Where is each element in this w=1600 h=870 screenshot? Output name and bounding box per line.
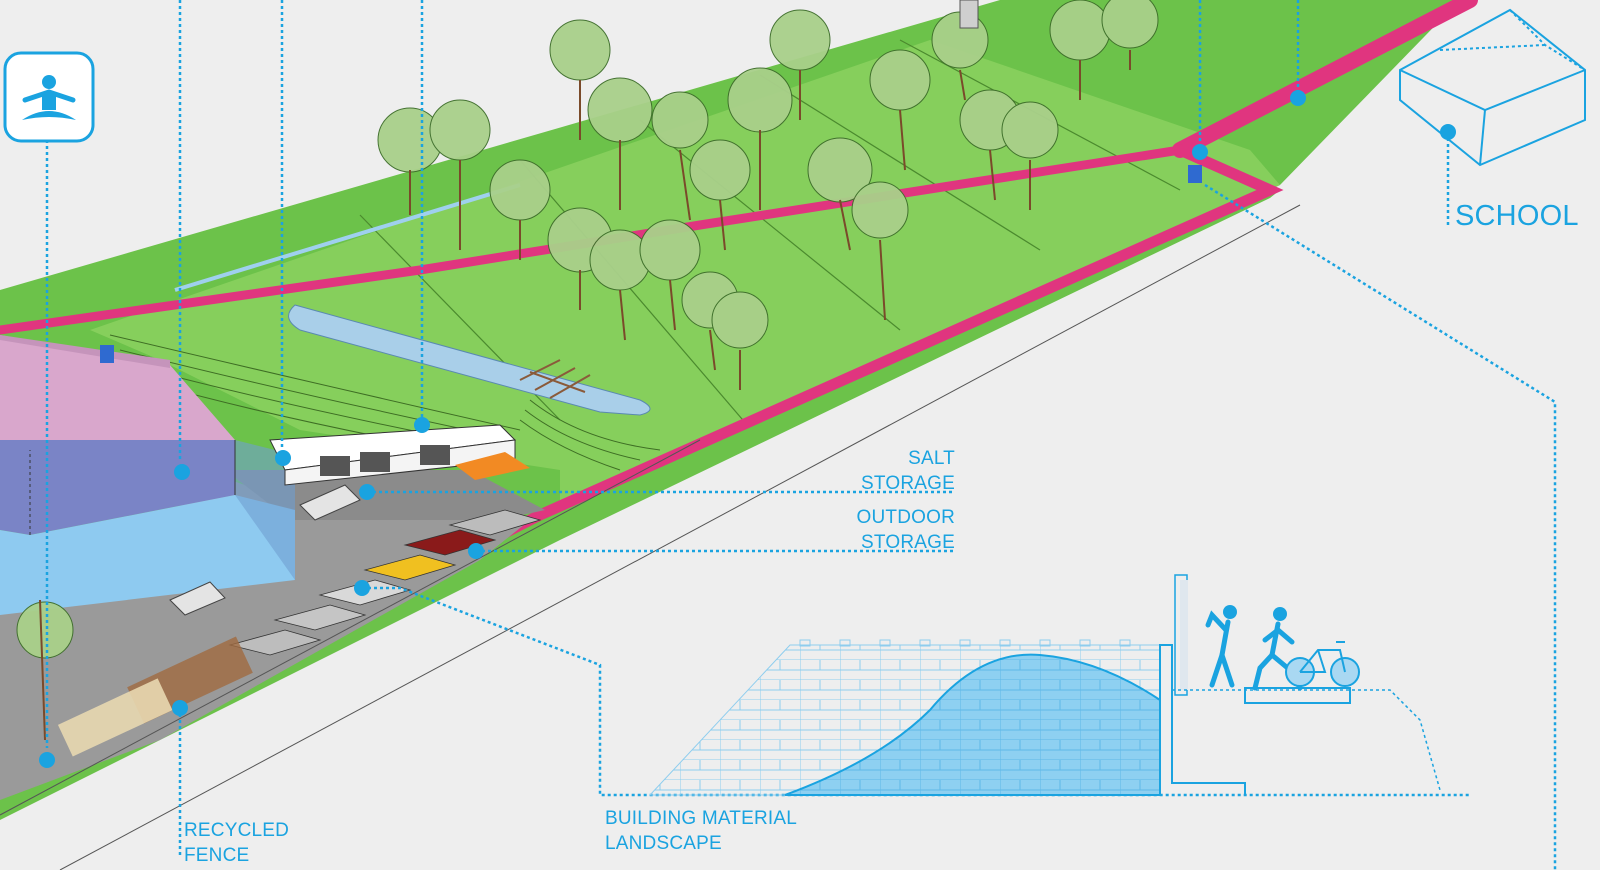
salt-storage-shed bbox=[269, 424, 530, 486]
utility-box bbox=[959, 0, 979, 29]
road-edge-lines bbox=[0, 204, 1301, 870]
annotation-leaders bbox=[45, 0, 1557, 870]
pond bbox=[288, 304, 651, 416]
salt-storage-label-line2: STORAGE bbox=[861, 473, 955, 494]
recycled-fence-label-line1: RECYCLED bbox=[184, 820, 290, 841]
outdoor-storage-label: OUTDOOR STORAGE bbox=[820, 505, 955, 555]
school-label-text: SCHOOL bbox=[1455, 200, 1579, 232]
bicycle-icon bbox=[1285, 641, 1360, 687]
canal-line bbox=[174, 183, 521, 292]
grate bbox=[1188, 165, 1202, 183]
jetty bbox=[519, 359, 591, 399]
building-material-landscape-label: BUILDING MATERIAL LANDSCAPE bbox=[605, 806, 905, 856]
school-label: SCHOOL bbox=[1455, 200, 1600, 232]
walking-person-icon bbox=[1205, 605, 1237, 688]
outdoor-storage-label-line1: OUTDOOR bbox=[856, 507, 955, 528]
outdoor-storage-bins bbox=[57, 509, 542, 757]
building-material-landscape-label-line2: LANDSCAPE bbox=[605, 833, 722, 854]
building-material-landscape-label-line1: BUILDING MATERIAL bbox=[605, 808, 798, 829]
meditation-icon bbox=[3, 51, 95, 143]
trees bbox=[16, 0, 1159, 741]
school-house-icon bbox=[1399, 8, 1586, 167]
outdoor-storage-label-line2: STORAGE bbox=[861, 532, 955, 553]
roadside-green bbox=[0, 190, 1280, 820]
recycled-fence-label: RECYCLED FENCE bbox=[184, 818, 384, 868]
building-material-landscape-section bbox=[648, 574, 1441, 796]
vans bbox=[169, 484, 361, 616]
main-building bbox=[0, 335, 295, 615]
recycled-fence-label-line2: FENCE bbox=[184, 845, 250, 866]
salt-storage-label: SALT STORAGE bbox=[820, 446, 955, 496]
annotation-dots bbox=[39, 90, 1456, 768]
salt-storage-label-line1: SALT bbox=[908, 448, 955, 469]
